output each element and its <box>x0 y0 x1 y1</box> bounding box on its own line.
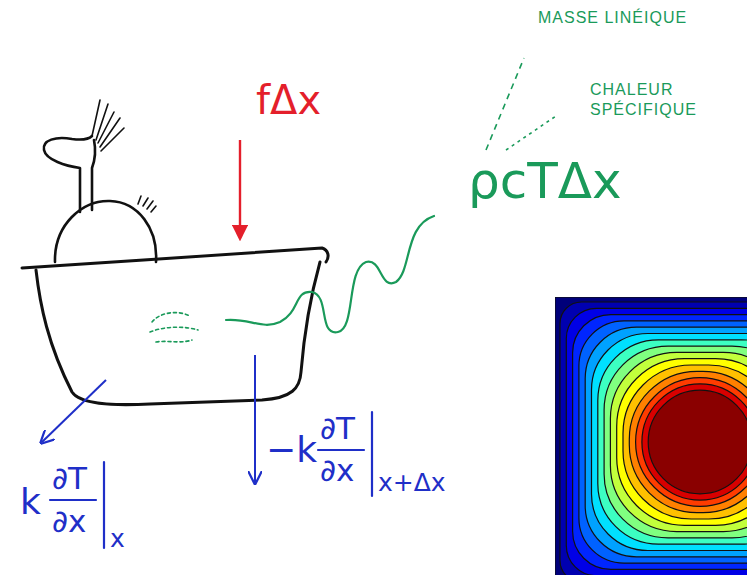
subscript: x <box>110 526 125 551</box>
heat-map <box>555 297 747 575</box>
flux-arrow <box>42 380 106 442</box>
contour-level <box>642 384 747 500</box>
formula-term: fΔx <box>256 80 321 120</box>
contour-level <box>648 390 747 494</box>
contour-level <box>623 365 747 519</box>
heat-element <box>150 216 434 342</box>
contour-level <box>573 315 747 570</box>
contour-level <box>636 378 747 507</box>
annotation-note: MASSE LINÉIQUE <box>538 10 687 26</box>
flux-arrow <box>254 355 256 482</box>
contour-level <box>598 340 747 544</box>
fraction-denominator: ∂x <box>52 506 86 537</box>
contour-level <box>629 371 747 512</box>
contour-level <box>555 297 747 575</box>
contour-level <box>610 352 747 531</box>
fraction-numerator: ∂T <box>52 463 87 494</box>
fraction-numerator: ∂T <box>320 413 355 444</box>
subscript: x+Δx <box>378 470 446 495</box>
contour-level <box>592 334 747 551</box>
leader-line <box>486 58 556 150</box>
source-arrow <box>239 140 241 238</box>
contour-level <box>604 346 747 538</box>
contour-level <box>617 359 747 526</box>
formula-term: ρcTΔx <box>468 156 622 206</box>
bather <box>44 100 156 262</box>
bathtub <box>22 248 328 405</box>
fraction-denominator: ∂x <box>320 455 354 486</box>
contour-level <box>579 321 747 563</box>
contour-level <box>560 302 747 575</box>
annotation-note: CHALEUR SPÉCIFIQUE <box>590 80 710 120</box>
formula-term: k <box>20 484 41 520</box>
formula-term: −k <box>266 432 317 468</box>
fraction-bar <box>50 412 372 548</box>
contour-level <box>585 327 747 557</box>
contour-level <box>566 308 747 575</box>
